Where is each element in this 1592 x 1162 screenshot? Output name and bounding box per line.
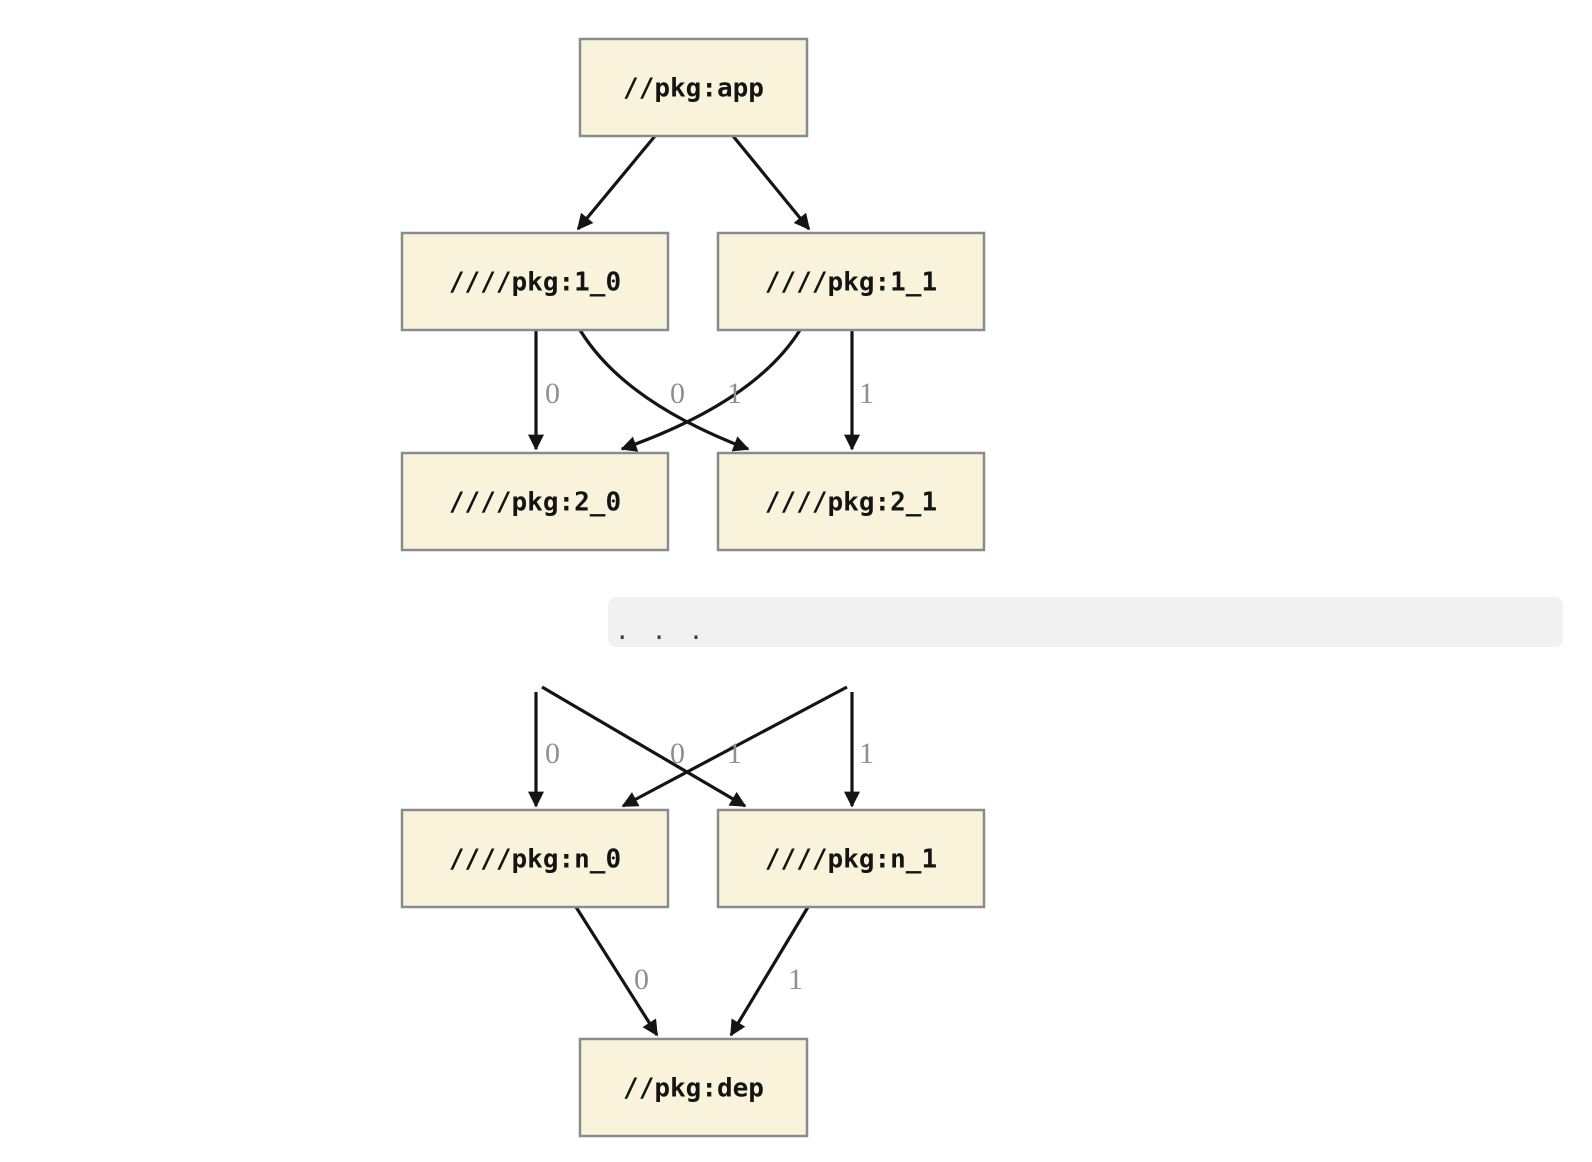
edge-label: 0 bbox=[545, 737, 560, 770]
node-pkg1_1: ////pkg:1_1 bbox=[716, 231, 986, 332]
node-pkgn_1: ////pkg:n_1 bbox=[716, 808, 986, 909]
node-box bbox=[400, 808, 670, 909]
edge-ellipsis-to-pkgn_1 bbox=[541, 685, 747, 808]
node-pkg1_0: ////pkg:1_0 bbox=[400, 231, 670, 332]
node-box bbox=[716, 808, 986, 909]
node-pkg2_1: ////pkg:2_1 bbox=[716, 451, 986, 552]
edge-label: 0 bbox=[670, 737, 685, 770]
node-label: //pkg:dep bbox=[623, 1074, 764, 1104]
node-label: ////pkg:n_1 bbox=[765, 845, 937, 875]
node-label: ////pkg:n_0 bbox=[449, 845, 621, 875]
edge-label: 1 bbox=[727, 737, 742, 770]
edge-label: 0 bbox=[545, 377, 560, 410]
node-pkg2_0: ////pkg:2_0 bbox=[400, 451, 670, 552]
node-label: ////pkg:1_1 bbox=[765, 268, 937, 298]
edge-pkgn_1-to-dep bbox=[729, 906, 810, 1037]
edge-pkg1_1-to-pkg2_0 bbox=[620, 329, 802, 452]
node-box bbox=[400, 451, 670, 552]
node-dep: //pkg:dep bbox=[578, 1037, 809, 1138]
node-label: ////pkg:2_1 bbox=[765, 488, 937, 518]
node-box bbox=[578, 37, 809, 138]
node-app: //pkg:app bbox=[578, 37, 809, 138]
edge-pkgn_0-to-dep bbox=[574, 906, 659, 1037]
edge-label: 0 bbox=[634, 963, 649, 996]
edge-app-to-pkg1_0 bbox=[576, 134, 657, 231]
node-label: //pkg:app bbox=[623, 74, 764, 104]
edge-ellipsis-to-pkgn_0 bbox=[621, 685, 848, 808]
node-box bbox=[716, 231, 986, 332]
edge-label: 1 bbox=[727, 377, 742, 410]
edge-label: 0 bbox=[670, 377, 685, 410]
node-box bbox=[716, 451, 986, 552]
node-box bbox=[578, 1037, 809, 1138]
ellipsis-node: . . . bbox=[608, 597, 1563, 647]
edge-label: 1 bbox=[859, 737, 874, 770]
edge-pkg1_0-to-pkg2_1 bbox=[578, 329, 750, 452]
node-label: ////pkg:2_0 bbox=[449, 488, 621, 518]
node-box bbox=[400, 231, 670, 332]
edge-app-to-pkg1_1 bbox=[731, 134, 811, 231]
node-pkgn_0: ////pkg:n_0 bbox=[400, 808, 670, 909]
edge-label: 1 bbox=[859, 377, 874, 410]
node-label: ////pkg:1_0 bbox=[449, 268, 621, 298]
ellipsis-label: . . . bbox=[615, 617, 707, 645]
edge-label: 1 bbox=[788, 963, 803, 996]
ellipsis-bar bbox=[608, 597, 1563, 647]
